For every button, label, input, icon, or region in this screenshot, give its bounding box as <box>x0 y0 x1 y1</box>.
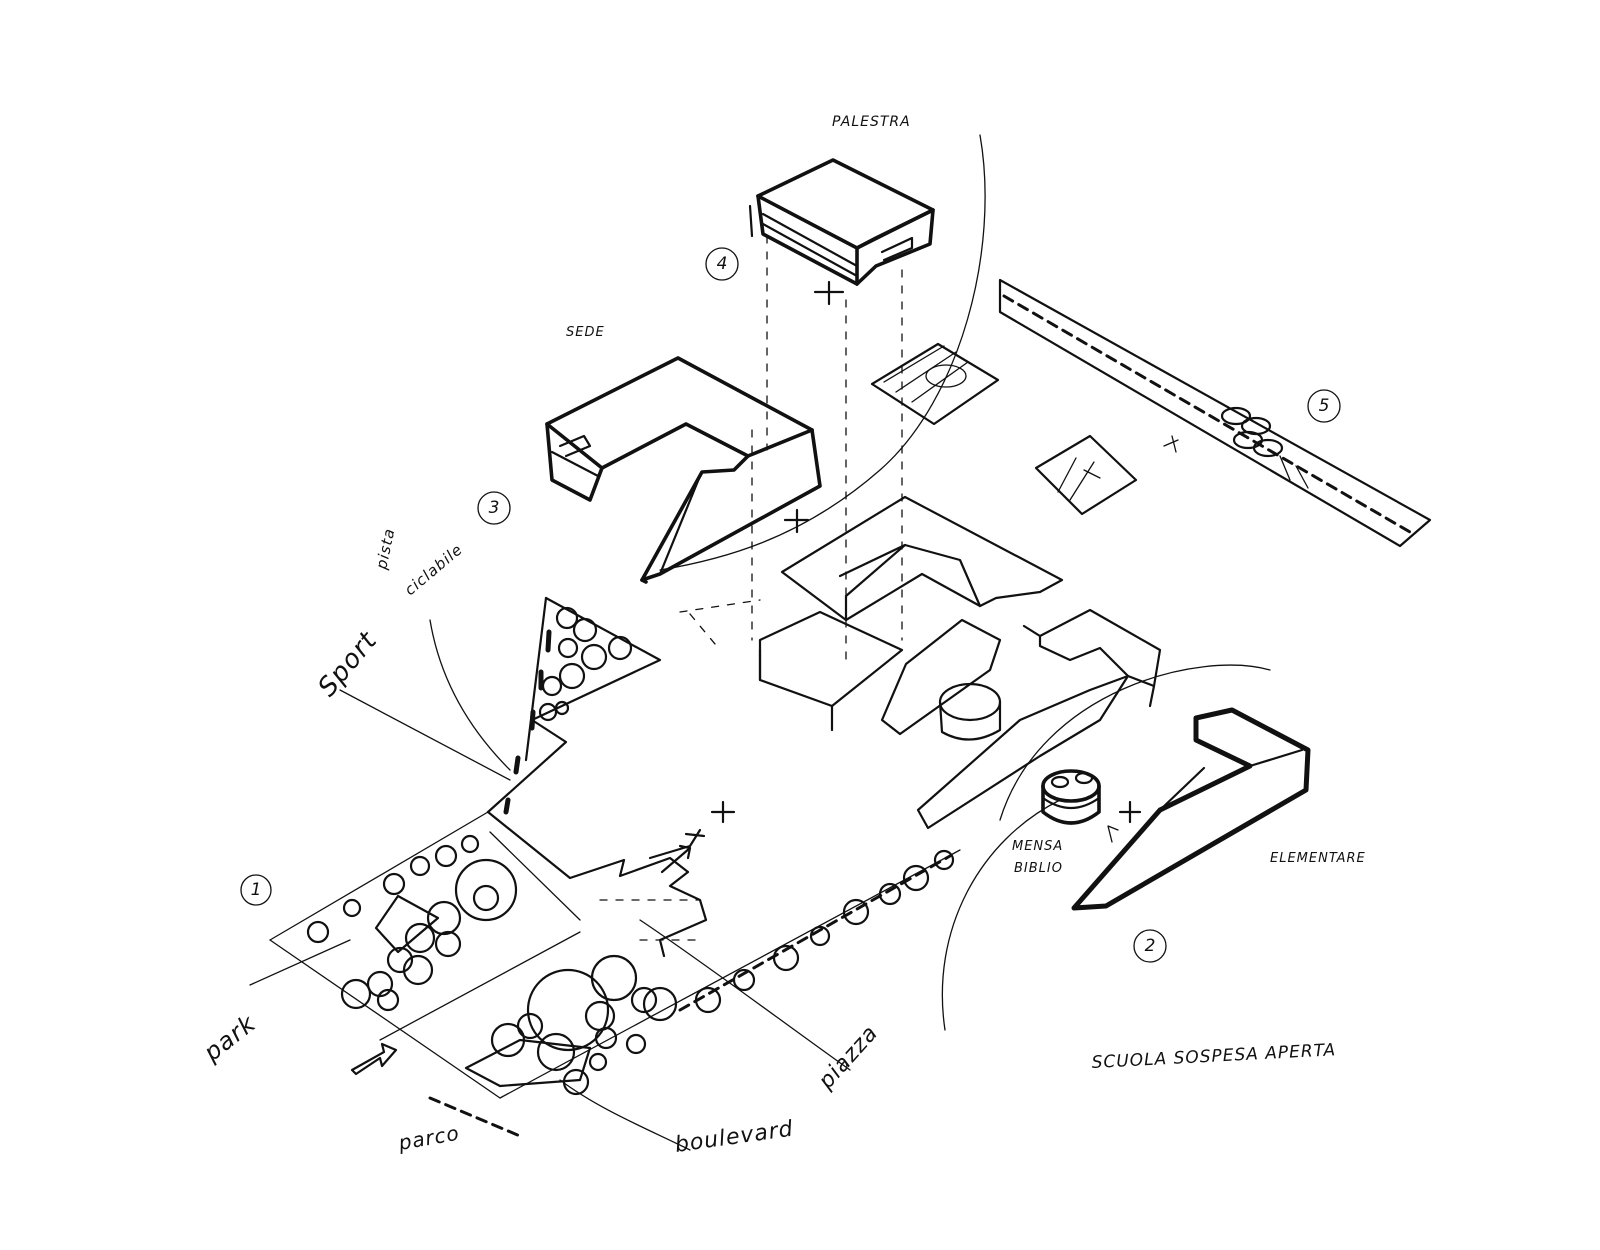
guide-arcs <box>659 134 1271 1031</box>
arrow-piazza <box>660 844 692 874</box>
sede-block <box>545 356 822 584</box>
elementare-block <box>1071 707 1311 911</box>
sport-label: Sport <box>312 626 383 703</box>
entry-arrow <box>350 1042 398 1076</box>
parco-label: parco <box>396 1121 462 1155</box>
number-marker-1: 1 <box>240 874 272 906</box>
svg-text:1: 1 <box>251 880 262 900</box>
mensa-label-line1: MENSA <box>1012 839 1063 854</box>
park-label: park <box>198 1009 262 1067</box>
mensa-label-line2: BIBLIO <box>1014 861 1063 876</box>
sede-label: SEDE <box>566 325 605 340</box>
cycle-track <box>486 596 662 815</box>
piazza-label: piazza <box>813 1021 883 1095</box>
boulevard-trees <box>428 849 955 1138</box>
svg-text:4: 4 <box>717 254 728 274</box>
palestra-block <box>748 158 935 306</box>
mensa-biblio-block <box>1041 769 1142 843</box>
pista-label-line2: ciclabile <box>401 540 466 599</box>
svg-text:3: 3 <box>489 498 500 518</box>
svg-text:2: 2 <box>1145 936 1156 956</box>
boulevard-label: boulevard <box>673 1117 795 1158</box>
leader-lines <box>249 619 851 1151</box>
pista-label-line1: pista <box>372 526 398 571</box>
projection-lines <box>751 235 903 661</box>
elementare-label: ELEMENTARE <box>1270 851 1366 866</box>
caption-label: SCUOLA SOSPESA APERTA <box>1091 1040 1336 1073</box>
number-marker-5: 5 <box>1307 389 1341 423</box>
number-marker-4: 4 <box>705 247 739 281</box>
svg-text:5: 5 <box>1319 396 1330 416</box>
sports-field-top <box>870 342 1000 426</box>
number-marker-3: 3 <box>477 491 511 525</box>
piazza-trees <box>464 954 678 1096</box>
number-marker-2: 2 <box>1133 929 1167 963</box>
ground-plate <box>269 800 961 1099</box>
palestra-label: PALESTRA <box>832 114 911 130</box>
park-trees <box>306 834 518 1012</box>
sports-field-right <box>1034 434 1179 516</box>
road-strip <box>998 278 1432 548</box>
central-school-block <box>679 495 1162 830</box>
